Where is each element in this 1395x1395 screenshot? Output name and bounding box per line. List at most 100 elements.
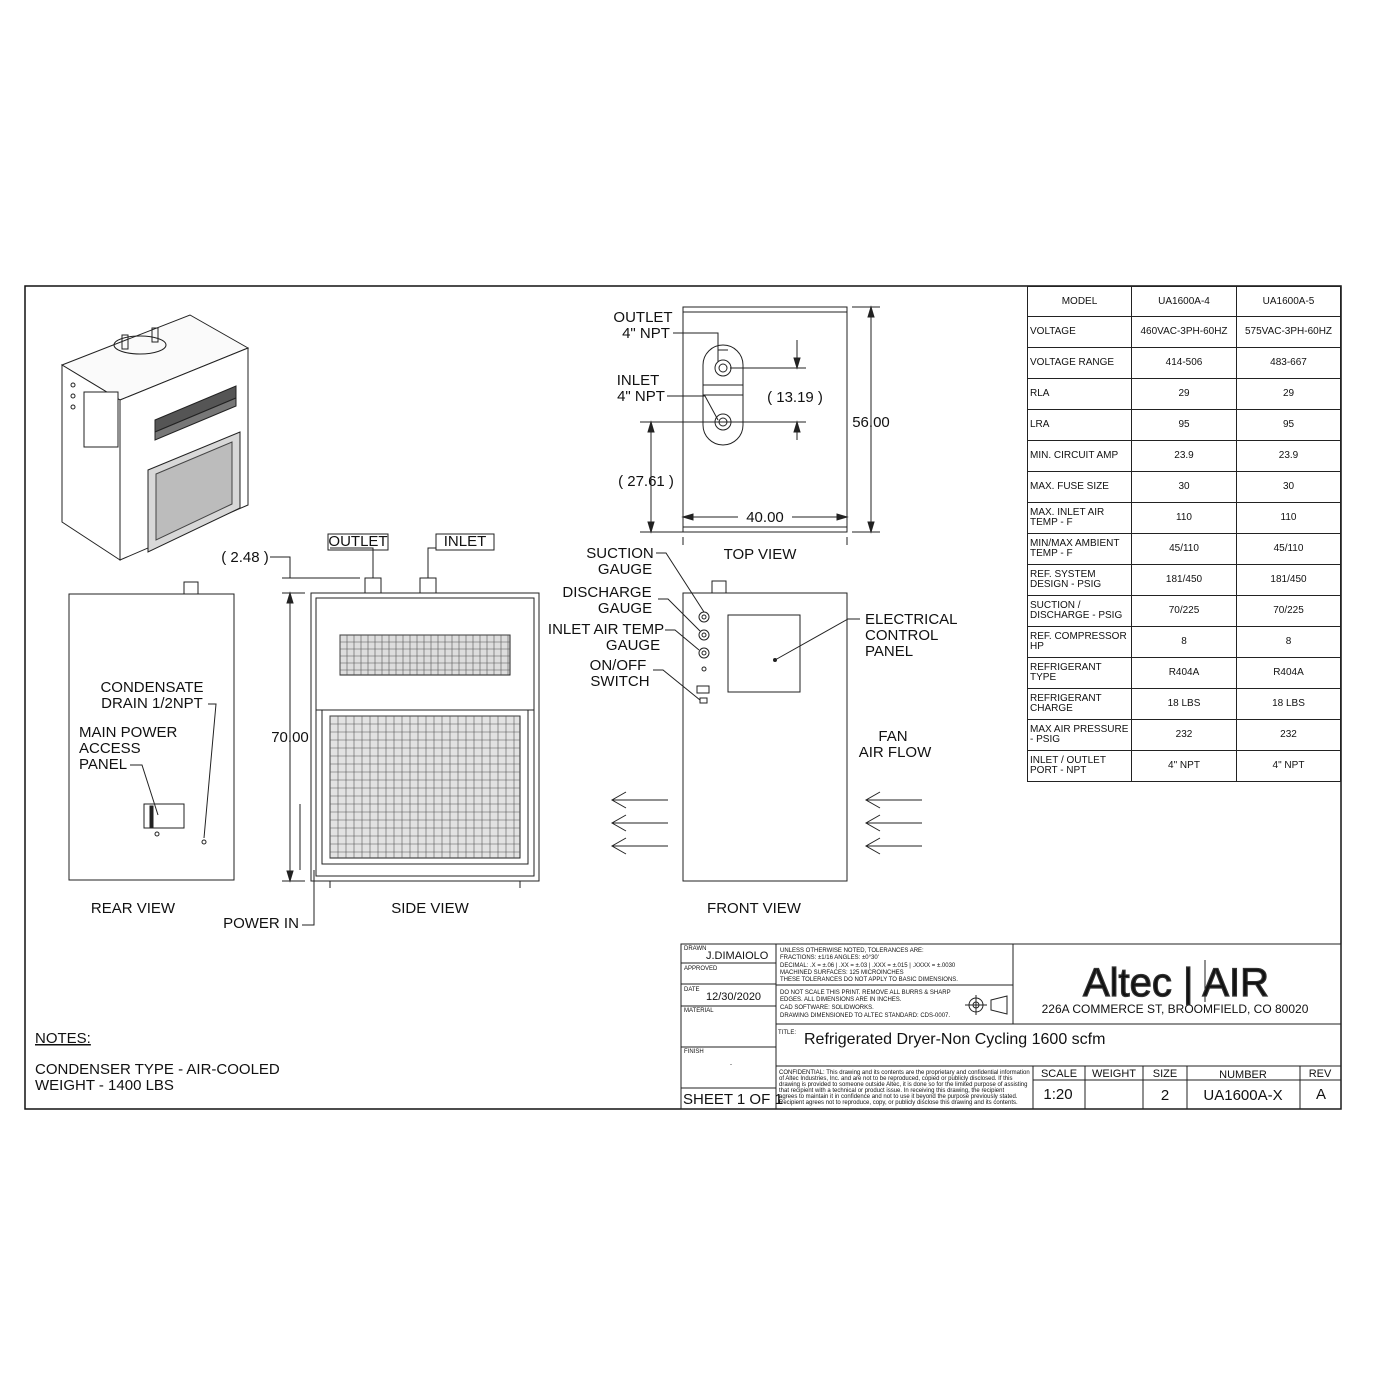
main-power-label-1: MAIN POWER — [79, 724, 178, 741]
side-view-grille — [329, 634, 520, 858]
spec-param-cell: SUCTION / DISCHARGE - PSIG — [1027, 595, 1132, 627]
inlet-top-size: 4" NPT — [617, 388, 665, 405]
front-view — [653, 552, 860, 882]
spec-param-cell: MIN. CIRCUIT AMP — [1027, 440, 1132, 472]
size-value: 2 — [1161, 1087, 1169, 1104]
spec-param-cell: VOLTAGE — [1027, 316, 1132, 348]
spec-param-cell: MAX AIR PRESSURE - PSIG — [1027, 719, 1132, 751]
main-power-label-2: ACCESS — [79, 740, 141, 757]
dim-70: 70.00 — [271, 729, 309, 746]
date-value: 12/30/2020 — [706, 991, 761, 1003]
outlet-top-label: OUTLET — [613, 309, 672, 326]
rear-view — [68, 581, 235, 881]
side-view-title: SIDE VIEW — [391, 900, 469, 917]
onoff-label-2: SWITCH — [590, 673, 649, 690]
notes-line-1: CONDENSER TYPE - AIR-COOLED — [35, 1061, 280, 1078]
tolerance-1: UNLESS OTHERWISE NOTED, TOLERANCES ARE: — [780, 948, 924, 954]
inlet-side-label: INLET — [444, 533, 487, 550]
spec-header-cell: UA1600A-4 — [1131, 286, 1237, 317]
spec-value-cell: 30 — [1131, 471, 1237, 503]
spec-param-cell: INLET / OUTLET PORT - NPT — [1027, 750, 1132, 782]
spec-value-cell: 232 — [1236, 719, 1341, 751]
spec-param-cell: VOLTAGE RANGE — [1027, 347, 1132, 379]
dns-1: DO NOT SCALE THIS PRINT. REMOVE ALL BURR… — [780, 990, 951, 996]
confidential-2: of Altec Industries, Inc. and are not to… — [779, 1076, 1012, 1082]
spec-value-cell: 414-506 — [1131, 347, 1237, 379]
suction-label-1: SUCTION — [586, 545, 654, 562]
spec-param-cell: MAX. FUSE SIZE — [1027, 471, 1132, 503]
number-label: NUMBER — [1219, 1069, 1267, 1081]
scale-label: SCALE — [1041, 1068, 1077, 1080]
tolerance-4: MACHINED SURFACES: 125 MICROINCHES — [780, 970, 904, 976]
top-view — [667, 306, 848, 533]
power-in-label: POWER IN — [223, 915, 299, 932]
spec-value-cell: 70/225 — [1236, 595, 1341, 627]
isometric-view — [60, 314, 250, 561]
title-block — [680, 943, 1342, 1110]
confidential-1: CONFIDENTIAL: This drawing and its conte… — [779, 1070, 1030, 1076]
dim-27-61: ( 27.61 ) — [618, 473, 674, 490]
inlet-temp-label-1: INLET AIR TEMP — [548, 621, 664, 638]
confidential-4: that recipient with a technical or produ… — [779, 1088, 1004, 1094]
confidential-6: Recipient agrees not to reproduce, copy,… — [779, 1100, 1018, 1106]
discharge-label-2: GAUGE — [598, 600, 652, 617]
condensate-label-2: DRAIN 1/2NPT — [101, 695, 203, 712]
spec-value-cell: 232 — [1131, 719, 1237, 751]
spec-param-cell: REF. SYSTEM DESIGN - PSIG — [1027, 564, 1132, 596]
tolerance-5: THESE TOLERANCES DO NOT APPLY TO BASIC D… — [780, 977, 958, 983]
spec-param-cell: REFRIGERANT TYPE — [1027, 657, 1132, 689]
finish-value: - — [730, 1062, 732, 1068]
front-view-title: FRONT VIEW — [707, 900, 802, 917]
spec-value-cell: 95 — [1131, 409, 1237, 441]
side-view — [299, 533, 540, 926]
condensate-label-1: CONDENSATE — [100, 679, 203, 696]
drawn-label: DRAWN — [684, 946, 706, 952]
material-label: MATERIAL — [684, 1008, 714, 1014]
electrical-label-3: PANEL — [865, 643, 913, 660]
onoff-label-1: ON/OFF — [590, 657, 647, 674]
main-power-label-3: PANEL — [79, 756, 127, 773]
spec-value-cell: 30 — [1236, 471, 1341, 503]
spec-value-cell: 29 — [1131, 378, 1237, 410]
spec-value-cell: 460VAC-3PH-60HZ — [1131, 316, 1237, 348]
spec-header-cell: MODEL — [1027, 286, 1132, 317]
fan-label-2: AIR FLOW — [859, 744, 932, 761]
airflow-arrows — [610, 791, 922, 855]
spec-value-cell: 29 — [1236, 378, 1341, 410]
spec-value-cell: 45/110 — [1236, 533, 1341, 565]
spec-value-cell: 8 — [1131, 626, 1237, 658]
spec-value-cell: 23.9 — [1131, 440, 1237, 472]
spec-value-cell: 23.9 — [1236, 440, 1341, 472]
rev-label: REV — [1309, 1068, 1332, 1080]
spec-value-cell: 95 — [1236, 409, 1341, 441]
dns-4: DRAWING DIMENSIONED TO ALTEC STANDARD: C… — [780, 1013, 950, 1019]
spec-param-cell: RLA — [1027, 378, 1132, 410]
spec-param-cell: LRA — [1027, 409, 1132, 441]
outlet-side-label: OUTLET — [328, 533, 387, 550]
spec-value-cell: R404A — [1131, 657, 1237, 689]
spec-value-cell: 70/225 — [1131, 595, 1237, 627]
spec-value-cell: 18 LBS — [1236, 688, 1341, 720]
spec-param-cell: MIN/MAX AMBIENT TEMP - F — [1027, 533, 1132, 565]
company-logo: Altec | AIR — [1083, 961, 1269, 1005]
confidential-3: drawing is provided to someone outside A… — [779, 1082, 1027, 1088]
dim-56: 56.00 — [852, 414, 890, 431]
drawing-title: Refrigerated Dryer-Non Cycling 1600 scfm — [804, 1031, 1105, 1048]
spec-value-cell: 110 — [1236, 502, 1341, 534]
spec-header-cell: UA1600A-5 — [1236, 286, 1341, 317]
spec-param-cell: REF. COMPRESSOR HP — [1027, 626, 1132, 658]
inlet-temp-label-2: GAUGE — [606, 637, 660, 654]
